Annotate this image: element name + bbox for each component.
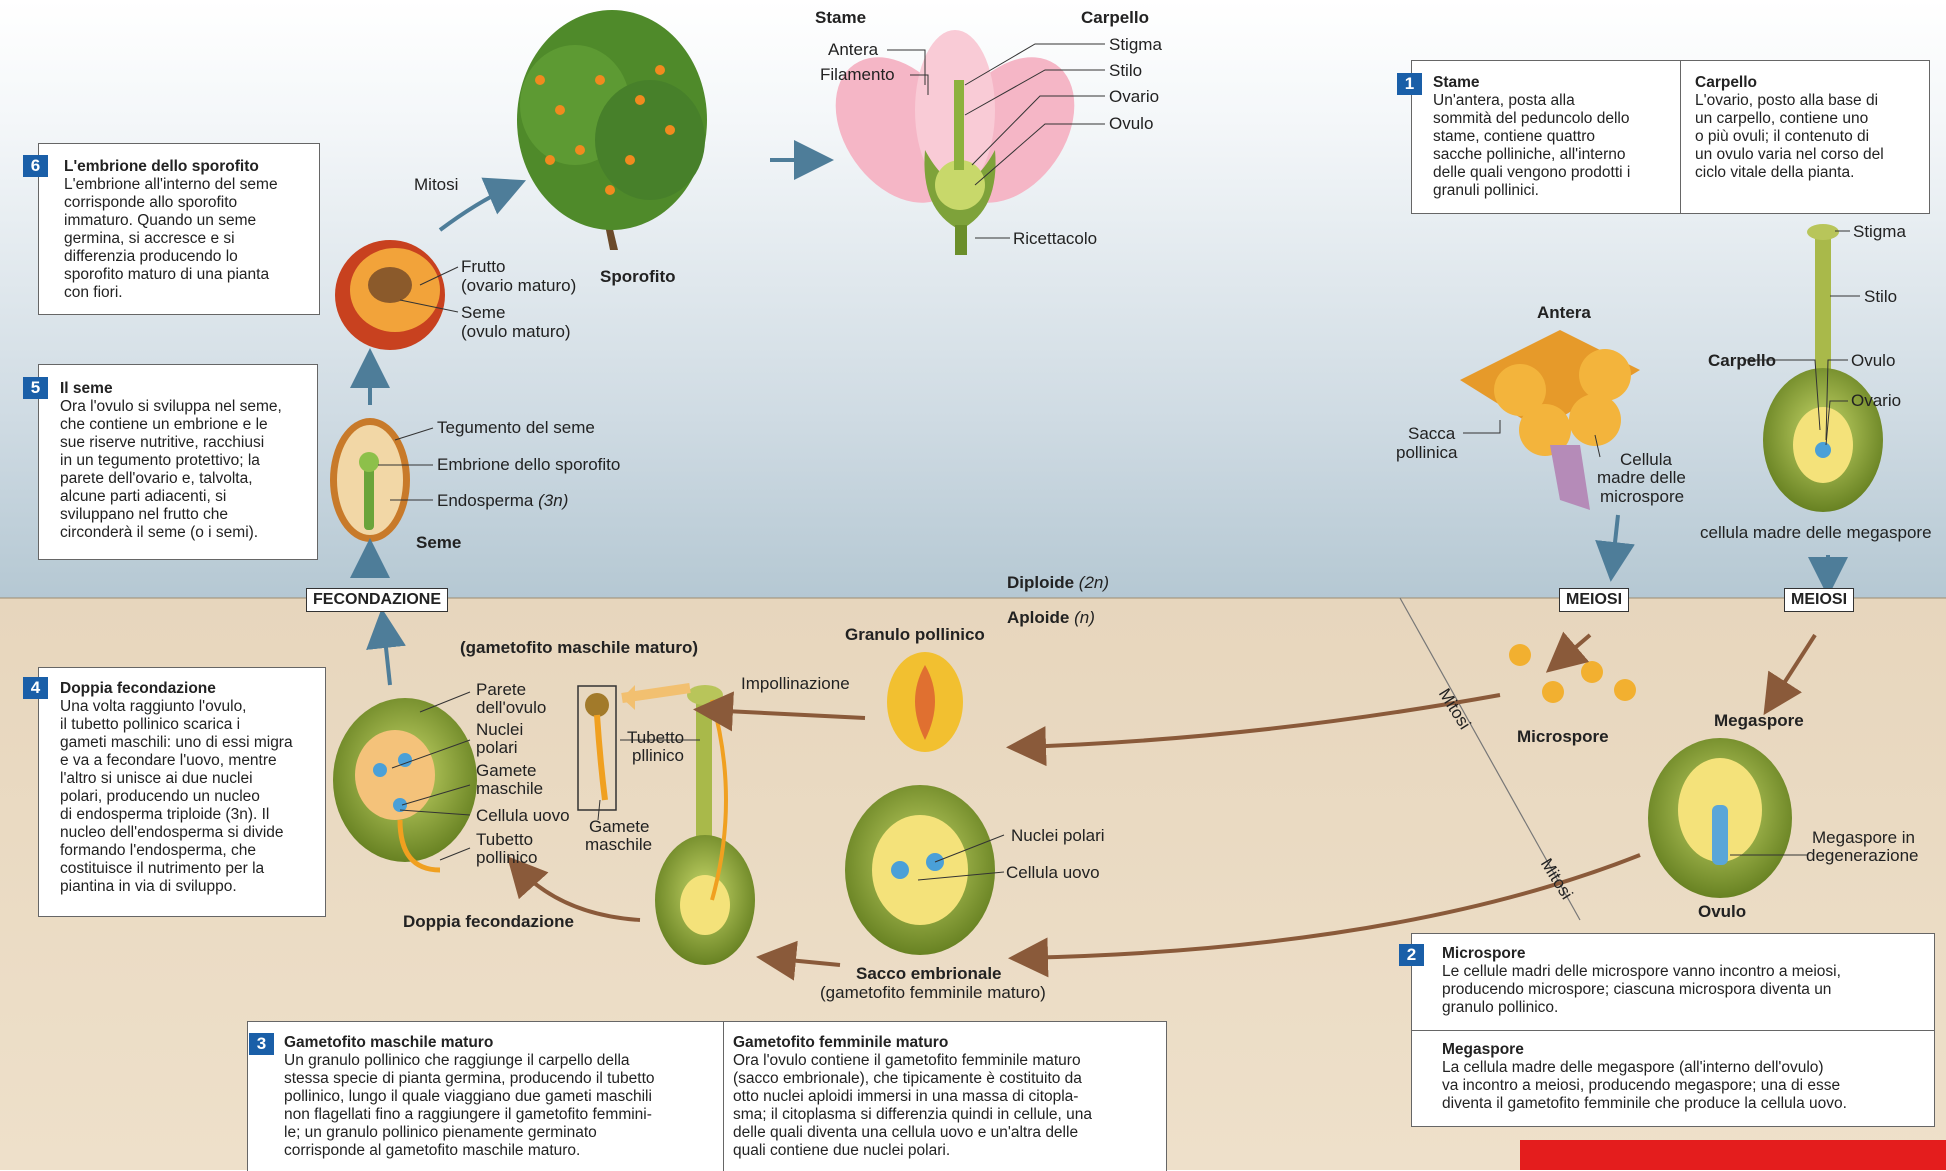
pollen-sac-label: Sacca bbox=[1408, 424, 1455, 443]
seed-label-top: Seme bbox=[461, 303, 505, 322]
style-right-label: Stilo bbox=[1864, 287, 1897, 306]
male-gamete-inset-label: Gamete bbox=[589, 817, 649, 836]
ovary-right-label: Ovario bbox=[1851, 391, 1901, 410]
box5-text: Il seme Ora l'ovulo si sviluppa nel seme… bbox=[60, 380, 318, 542]
anther-label: Antera bbox=[828, 40, 878, 59]
step-number-5: 5 bbox=[23, 377, 48, 399]
degenerating-megaspores-label: Megaspore in bbox=[1812, 828, 1915, 847]
megaspore-mother-cell-label: cellula madre delle megaspore bbox=[1700, 523, 1932, 542]
microspore-mother-cell-label-3: microspore bbox=[1600, 487, 1684, 506]
pollen-sac-label-2: pollinica bbox=[1396, 443, 1457, 462]
pollen-tube-inset-label-2: pllinico bbox=[632, 746, 684, 765]
fruit-label: Frutto bbox=[461, 257, 505, 276]
ovule-bottom-label: Ovulo bbox=[1698, 902, 1746, 921]
sporophyte-label: Sporofito bbox=[600, 267, 676, 286]
male-gamete-label-2: maschile bbox=[476, 779, 543, 798]
step-number-1: 1 bbox=[1397, 73, 1422, 95]
meiosis-box-2: MEIOSI bbox=[1784, 588, 1854, 612]
seed-sublabel: (ovulo maturo) bbox=[461, 322, 571, 341]
pollination-label: Impollinazione bbox=[741, 674, 850, 693]
polar-nuclei-label-2: polari bbox=[476, 738, 518, 757]
pollen-tube-label: Tubetto bbox=[476, 830, 533, 849]
seed-illustration bbox=[330, 418, 410, 542]
box4-text: Doppia fecondazione Una volta raggiunto … bbox=[60, 680, 322, 896]
double-fertilization-ovule bbox=[333, 698, 477, 870]
stamen-title: Stame bbox=[815, 8, 866, 27]
box2-megaspore-text: Megaspore La cellula madre delle megaspo… bbox=[1442, 1041, 1932, 1113]
double-fertilization-label: Doppia fecondazione bbox=[403, 912, 574, 931]
flower-illustration bbox=[809, 30, 1101, 255]
carpel-right-label: Carpello bbox=[1708, 351, 1776, 370]
male-gamete-inset-label-2: maschile bbox=[585, 835, 652, 854]
microspores-label: Microspore bbox=[1517, 727, 1609, 746]
microspore-mother-cell-label-1: Cellula bbox=[1620, 450, 1672, 469]
anther-right-label: Antera bbox=[1537, 303, 1591, 322]
step-number-3: 3 bbox=[249, 1033, 274, 1055]
male-gamete-label: Gamete bbox=[476, 761, 536, 780]
embryo-sac-label: Sacco embrionale bbox=[856, 964, 1002, 983]
fertilization-box: FECONDAZIONE bbox=[306, 588, 448, 612]
egg-cell-label: Cellula uovo bbox=[476, 806, 570, 825]
seed-coat-label: Tegumento del seme bbox=[437, 418, 595, 437]
publisher-logo bbox=[1520, 1140, 1946, 1170]
step-number-2: 2 bbox=[1399, 944, 1424, 966]
polar-nuclei-label: Nuclei bbox=[476, 720, 523, 739]
box3-male-text: Gametofito maschile maturo Un granulo po… bbox=[284, 1034, 724, 1160]
box6-text: L'embrione dello sporofito L'embrione al… bbox=[64, 158, 318, 302]
degenerating-megaspores-label-2: degenerazione bbox=[1806, 846, 1918, 865]
ovule-wall-label-2: dell'ovulo bbox=[476, 698, 546, 717]
embryo-sac-illustration bbox=[845, 785, 995, 955]
style-label: Stilo bbox=[1109, 61, 1142, 80]
microspores-illustration bbox=[1509, 644, 1636, 703]
step-number-6: 6 bbox=[23, 155, 48, 177]
meiosis-box-1: MEIOSI bbox=[1559, 588, 1629, 612]
microspore-mother-cell-label-2: madre delle bbox=[1597, 468, 1686, 487]
pollen-grain-illustration bbox=[887, 652, 963, 752]
mitosis-label: Mitosi bbox=[414, 175, 458, 194]
fruit-sublabel: (ovario maturo) bbox=[461, 276, 576, 295]
haploid-label: Aploide (n) bbox=[1007, 608, 1095, 627]
stigma-label: Stigma bbox=[1109, 35, 1162, 54]
receptacle-label: Ricettacolo bbox=[1013, 229, 1097, 248]
carpel-title: Carpello bbox=[1081, 8, 1149, 27]
diploid-label: Diploide (2n) bbox=[1007, 573, 1109, 592]
germinated-pollen-inset bbox=[578, 686, 616, 810]
box3-female-text: Gametofito femminile maturo Ora l'ovulo … bbox=[733, 1034, 1163, 1160]
step-number-4: 4 bbox=[23, 677, 48, 699]
megaspores-label: Megaspore bbox=[1714, 711, 1804, 730]
mature-male-gametophyte-label: (gametofito maschile maturo) bbox=[460, 638, 698, 657]
ovule-label: Ovulo bbox=[1109, 114, 1153, 133]
seed-label: Seme bbox=[416, 533, 461, 552]
fruit-illustration bbox=[335, 240, 445, 350]
egg-cell-right-label: Cellula uovo bbox=[1006, 863, 1100, 882]
pollen-tube-label-2: pollinico bbox=[476, 848, 537, 867]
endosperm-label: Endosperma (3n) bbox=[437, 491, 568, 510]
stigma-right-label: Stigma bbox=[1853, 222, 1906, 241]
ovule-right-label: Ovulo bbox=[1851, 351, 1895, 370]
sporophyte-embryo-label: Embrione dello sporofito bbox=[437, 455, 620, 474]
ovule-wall-label: Parete bbox=[476, 680, 526, 699]
pollen-grain-label: Granulo pollinico bbox=[845, 625, 985, 644]
sporophyte-tree bbox=[517, 10, 707, 250]
polar-nuclei-right-label: Nuclei polari bbox=[1011, 826, 1105, 845]
pollen-tube-inset-label: Tubetto bbox=[627, 728, 684, 747]
ovule-illustration bbox=[1648, 738, 1792, 898]
filament-label: Filamento bbox=[820, 65, 895, 84]
pollinated-carpel-illustration bbox=[655, 685, 755, 965]
embryo-sac-sublabel: (gametofito femminile maturo) bbox=[820, 983, 1046, 1002]
box2-microspore-text: Microspore Le cellule madri delle micros… bbox=[1442, 945, 1932, 1017]
ovary-label: Ovario bbox=[1109, 87, 1159, 106]
